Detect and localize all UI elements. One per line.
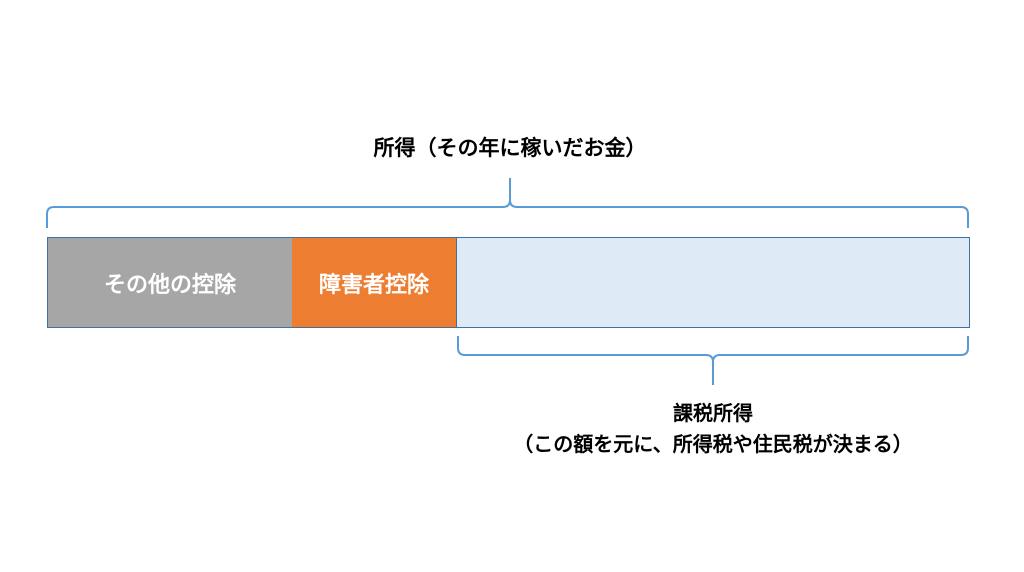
income-brace-path <box>46 178 969 228</box>
disability-deduction-segment: 障害者控除 <box>292 237 456 328</box>
taxable-income-title: 課税所得 <box>673 401 753 425</box>
other-deductions-label: その他の控除 <box>103 272 236 298</box>
taxable-income-note: （この額を元に、所得税や住民税が決まる） <box>513 432 913 456</box>
other-deductions-segment: その他の控除 <box>47 237 292 328</box>
income-label: 所得（その年に稼いだお金） <box>373 136 647 160</box>
taxable-brace-path <box>457 336 969 385</box>
disability-deduction-label: 障害者控除 <box>318 272 429 298</box>
taxable-income-segment <box>456 237 970 328</box>
